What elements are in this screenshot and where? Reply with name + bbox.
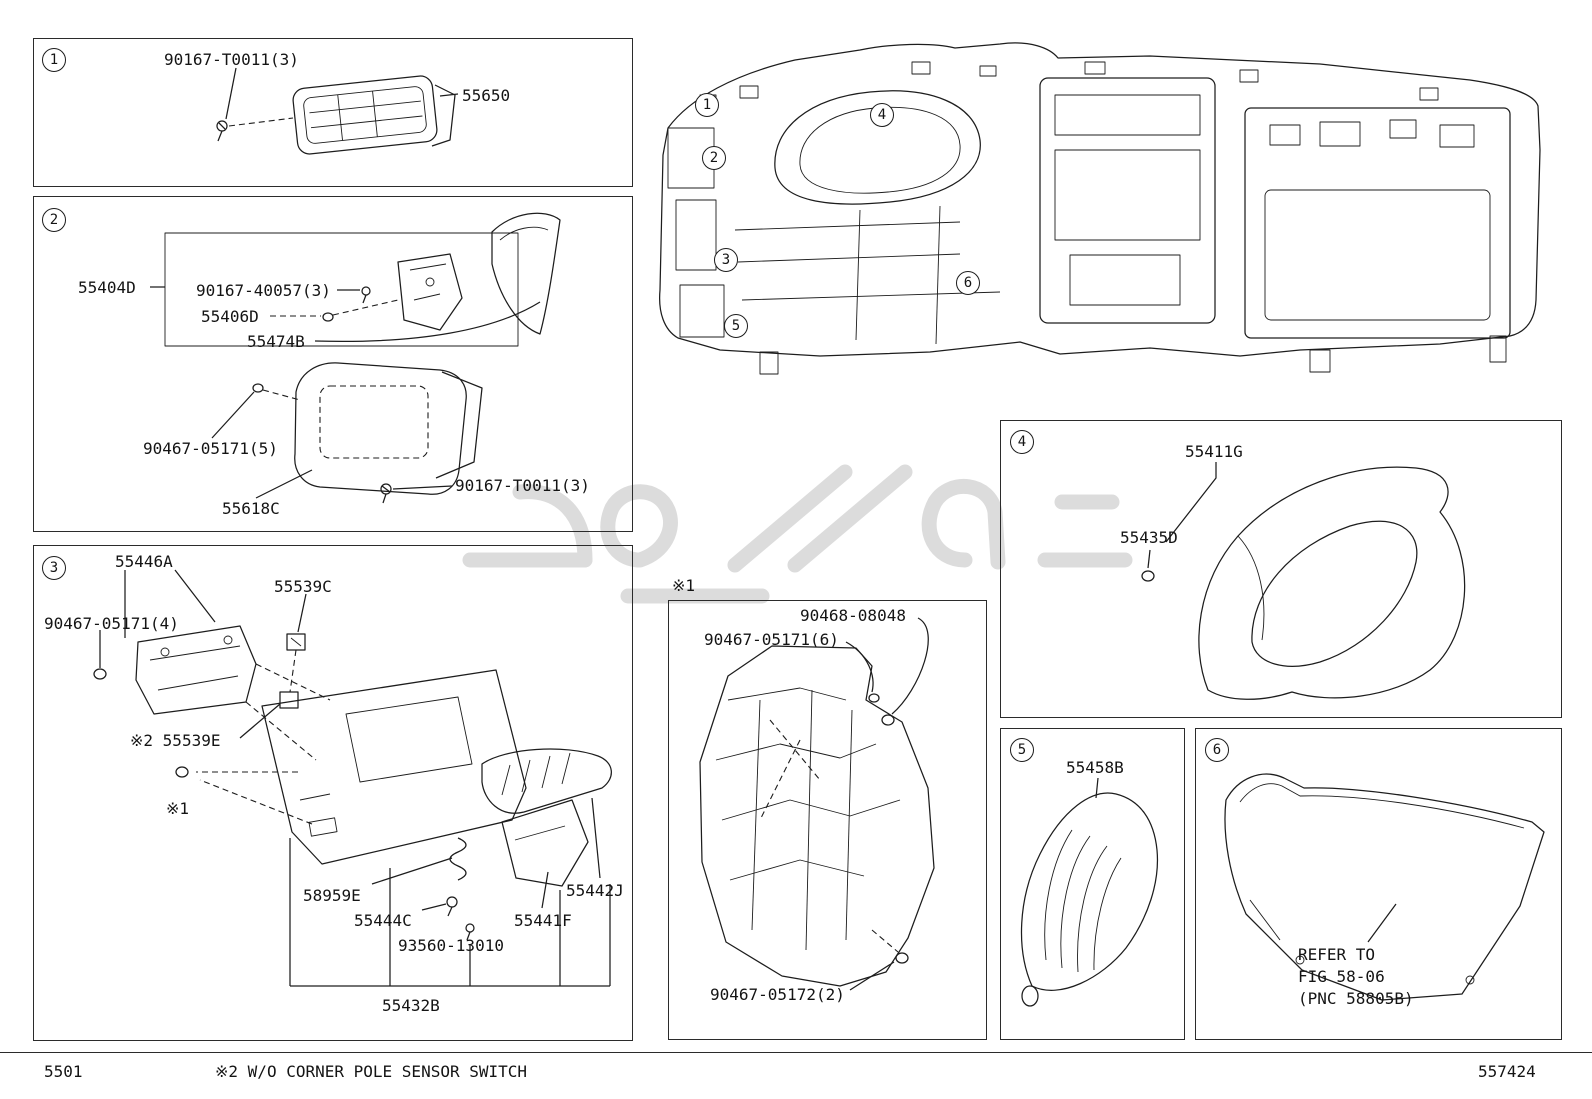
footer-figure-number: 557424 — [1478, 1062, 1536, 1081]
note-label-1-s3: ※1 — [166, 799, 190, 818]
part-label-55446a: 55446A — [115, 552, 173, 571]
part-label-55411g: 55411G — [1185, 442, 1243, 461]
part-label-55406d: 55406D — [201, 307, 259, 326]
lower-finish-panel-illustration — [93, 569, 612, 987]
part-label-55404d: 55404D — [78, 278, 136, 297]
refer-note-line3: (PNC 58805B) — [1298, 989, 1414, 1008]
refer-note-line2: FIG 58-06 — [1298, 967, 1385, 986]
overview-callout-4: 4 — [870, 103, 894, 127]
overview-callout-2: 2 — [702, 146, 726, 170]
section-1-box — [33, 38, 633, 187]
section-3-box — [33, 545, 633, 1041]
footer-page-code: 5501 — [44, 1062, 83, 1081]
part-label-55435d: 55435D — [1120, 528, 1178, 547]
part-label-90468-08048: 90468-08048 — [800, 606, 906, 625]
part-label-55539c: 55539C — [274, 577, 332, 596]
vent-illustration — [216, 67, 459, 155]
panel-rear-view-illustration — [699, 617, 935, 991]
console-side-panel-illustration — [1224, 773, 1545, 1001]
section-5-callout: 5 — [1010, 738, 1034, 762]
part-label-93560-13010: 93560-13010 — [398, 936, 504, 955]
overview-callout-3: 3 — [714, 248, 738, 272]
section-4-callout: 4 — [1010, 430, 1034, 454]
part-label-90467-05171-4: 90467-05171(4) — [44, 614, 179, 633]
footer-note: ※2 W/O CORNER POLE SENSOR SWITCH — [215, 1062, 528, 1081]
part-label-90167-t0011-s2: 90167-T0011(3) — [455, 476, 590, 495]
cluster-hood-illustration — [1141, 462, 1466, 700]
part-label-55650: 55650 — [462, 86, 511, 105]
section-3-callout: 3 — [42, 556, 66, 580]
part-label-90467-05172-2: 90467-05172(2) — [710, 985, 845, 1004]
section-6-callout: 6 — [1205, 738, 1229, 762]
part-label-55441f: 55441F — [514, 911, 572, 930]
overview-callout-5: 5 — [724, 314, 748, 338]
part-label-55618c: 55618C — [222, 499, 280, 518]
section-1-callout: 1 — [42, 48, 66, 72]
part-label-90167-t0011-s1: 90167-T0011(3) — [164, 50, 299, 69]
note-label-1-box-tag: ※1 — [672, 576, 696, 595]
glovebox-illustration — [150, 212, 561, 504]
section-note1-box — [668, 600, 987, 1040]
part-label-55442j: 55442J — [566, 881, 624, 900]
refer-note-line1: REFER TO — [1298, 945, 1376, 964]
part-label-55539e: ※2 55539E — [130, 731, 221, 750]
section-2-callout: 2 — [42, 208, 66, 232]
part-label-58959e: 58959E — [303, 886, 361, 905]
footer-divider — [0, 1052, 1592, 1053]
section-4-box — [1000, 420, 1562, 718]
cowl-side-cover-illustration — [1020, 777, 1159, 1007]
part-label-55458b: 55458B — [1066, 758, 1124, 777]
section-6-box — [1195, 728, 1562, 1040]
dashboard-overview-illustration — [659, 42, 1541, 375]
part-label-55432b: 55432B — [382, 996, 440, 1015]
part-label-90467-05171-5: 90467-05171(5) — [143, 439, 278, 458]
part-label-55444c: 55444C — [354, 911, 412, 930]
section-5-box — [1000, 728, 1185, 1040]
part-label-55474b: 55474B — [247, 332, 305, 351]
part-label-90167-40057: 90167-40057(3) — [196, 281, 331, 300]
overview-callout-6: 6 — [956, 271, 980, 295]
overview-callout-1: 1 — [695, 93, 719, 117]
part-label-90467-05171-6: 90467-05171(6) — [704, 630, 839, 649]
section-2-box — [33, 196, 633, 532]
